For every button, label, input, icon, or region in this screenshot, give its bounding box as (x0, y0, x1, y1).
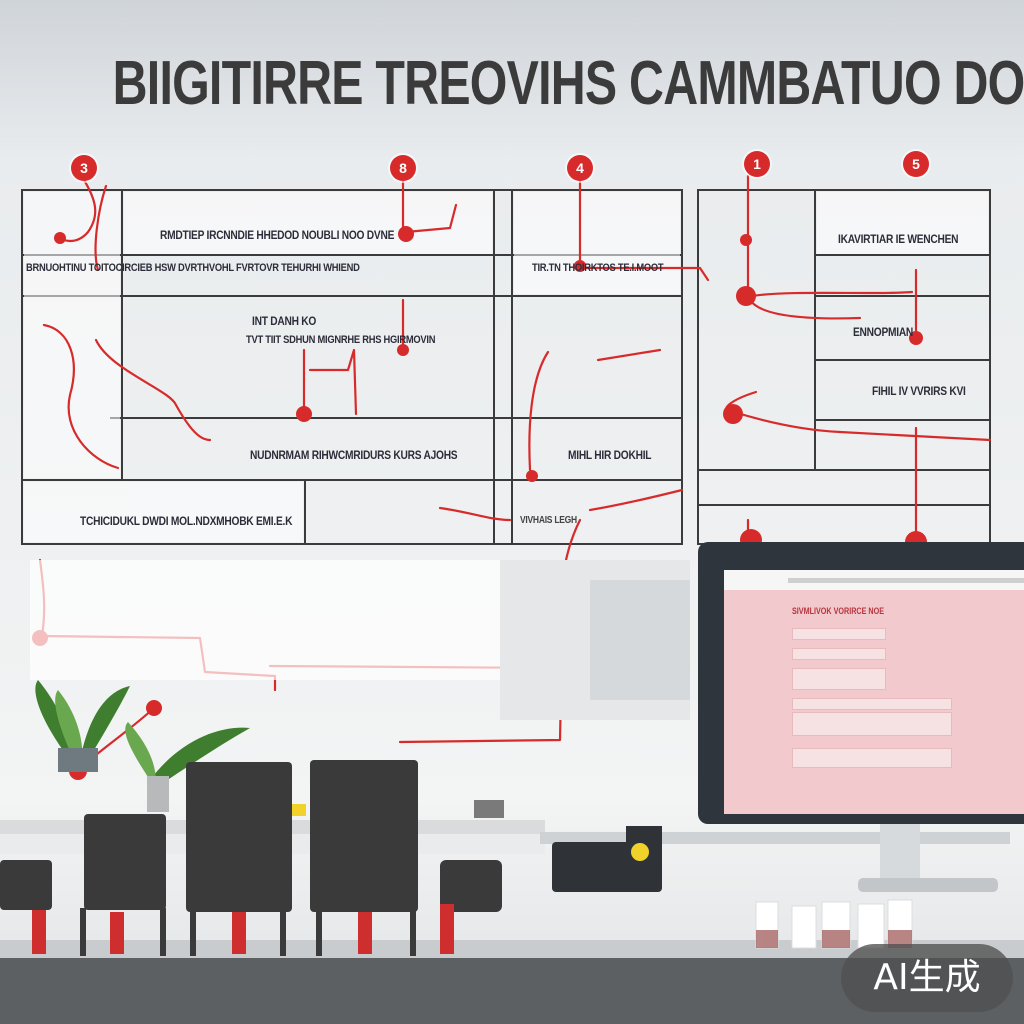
label-mid1: INT DANH KO (252, 314, 317, 328)
screen-row (792, 628, 886, 640)
marker-5: 5 (903, 151, 929, 177)
label-mid3: NUDNRMAM RIHWCMRIDURS KURS AJOHS (250, 448, 458, 462)
label-row2b: TIR.TN THOIRKTOS TE.I.MOOT (532, 262, 664, 274)
screen-row (792, 648, 886, 660)
marker-1: 1 (744, 151, 770, 177)
label-right2: ENNOPMIAN (853, 325, 914, 339)
marker-3: 3 (71, 155, 97, 181)
marker-8: 8 (390, 155, 416, 181)
plant-left (35, 680, 250, 785)
label-small: VIVHAIS LEGH (520, 515, 577, 526)
monitor-screen (724, 570, 1024, 814)
screen-heading: SIVMLIVOK VORIRCE NOE (792, 606, 885, 616)
label-mid2: TVT TIIT SDHUN MIGNRHE RHS HGIRMOVIN (246, 334, 436, 346)
headline: BIIGITIRRE TREOVIHS CAMMBATUO DOSORT (112, 49, 1024, 118)
screen-address-bar (788, 578, 1024, 583)
label-mid4: MIHL HIR DOKHIL (568, 448, 652, 462)
grid-frame-left (21, 189, 683, 545)
ai-generated-badge: AI生成 (841, 944, 1013, 1012)
label-right3: FIHIL IV VVRIRS KVI (872, 384, 966, 398)
screen-row (792, 668, 886, 690)
screen-row (792, 712, 952, 736)
screen-row (792, 748, 952, 768)
label-row2: BRNUOHTINU TOITOCIRCIEB HSW DVRTHVOHL FV… (26, 262, 360, 274)
label-bottom: TCHICIDUKL DWDI MOL.NDXMHOBK EMI.E.K (80, 514, 293, 528)
label-right1: IKAVIRTIAR IE WENCHEN (838, 232, 959, 246)
screen-row (792, 698, 952, 710)
marker-4: 4 (567, 155, 593, 181)
label-row1: RMDTIEP IRCNNDIE HHEDOD NOUBLI NOO DVNE (160, 228, 395, 242)
chairs (0, 760, 502, 956)
